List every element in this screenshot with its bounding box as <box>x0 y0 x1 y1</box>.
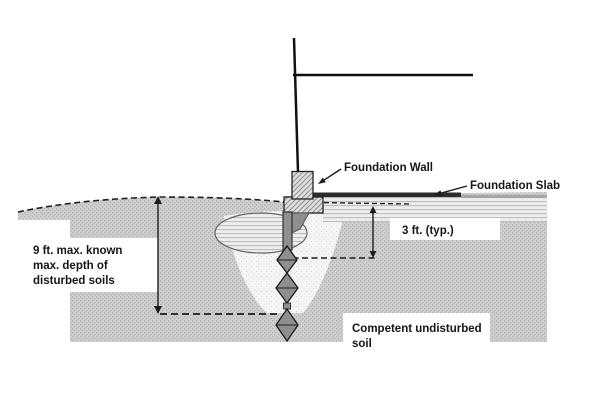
three-ft-arrowhead-up <box>369 206 377 213</box>
foundation-wall-label: Foundation Wall <box>344 162 433 174</box>
ground-surface-dashed-line <box>17 196 285 213</box>
max-depth-label-line3: disturbed soils <box>33 275 115 287</box>
slab-base-dashed-line <box>283 201 411 205</box>
typical-depth-label-box <box>390 218 500 240</box>
foundation-wall-leader-line <box>321 168 342 182</box>
foundation-slab-shape <box>313 192 461 197</box>
max-depth-label-line1: 9 ft. max. known <box>33 245 122 257</box>
competent-soil-label-line1: Competent undisturbed <box>352 323 482 335</box>
foundation-wall-shape <box>291 170 314 200</box>
pier-shaft <box>282 211 293 251</box>
wall-post-line <box>292 37 300 173</box>
nine-ft-arrowhead-down <box>154 306 162 314</box>
foundation-wall-arrowhead <box>318 177 326 184</box>
nine-ft-arrowhead-up <box>154 196 162 204</box>
foundation-slab-arrowhead <box>434 190 442 196</box>
slab-edge-extension <box>461 195 547 198</box>
sub-slab-layers <box>323 197 547 222</box>
max-depth-label-line2: max. depth of <box>33 260 108 272</box>
competent-soil-label-box <box>343 313 490 350</box>
foundation-slab-label: Foundation Slab <box>470 180 560 192</box>
foundation-slab-leader-line <box>438 185 468 195</box>
typical-depth-label: 3 ft. (typ.) <box>402 225 454 237</box>
competent-soil-label-line2: soil <box>352 338 372 350</box>
three-ft-arrowhead-down <box>369 251 377 258</box>
max-depth-label-box <box>18 238 158 292</box>
